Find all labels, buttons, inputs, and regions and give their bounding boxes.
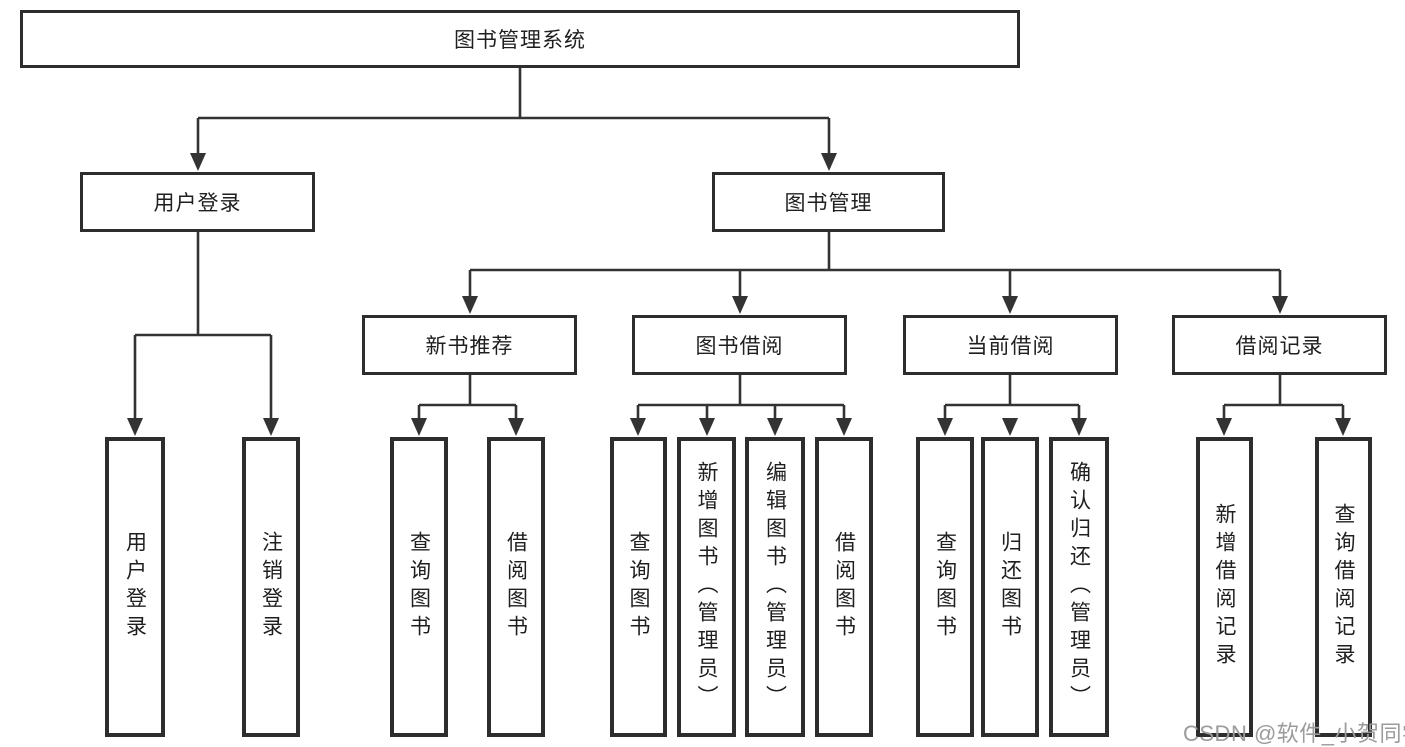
node-label: 注销登录 [259,531,283,643]
node-label: 借阅记录 [1235,335,1324,358]
node-label: 借阅图书 [504,531,528,643]
leaf-user-login: 用户登录 [105,437,165,737]
node-label: 查询图书 [627,531,650,643]
csdn-watermark: CSDN @软件_小贺同学 [1183,721,1405,746]
node-label: 图书管理系统 [454,29,586,52]
leaf-return-book: 归还图书 [981,437,1039,737]
node-label: 图书管理 [784,192,873,215]
leaf-add-borrow-record: 新增借阅记录 [1196,437,1253,737]
leaf-borrow-books: 借阅图书 [815,437,873,737]
node-library-management-system: 图书管理系统 [20,10,1020,68]
arrowhead-icons [127,153,1351,436]
node-label: 查询图书 [407,531,431,643]
leaf-query-books-borrow: 查询图书 [610,437,667,737]
leaf-query-books-recommend: 查询图书 [390,437,448,737]
node-label: 图书借阅 [695,335,784,358]
node-book-borrowing: 图书借阅 [632,315,847,375]
node-label: 借阅图书 [832,531,856,643]
node-current-borrowing: 当前借阅 [903,315,1118,375]
leaf-add-book-admin: 新增图书（管理员） [677,437,736,737]
leaf-query-borrow-record: 查询借阅记录 [1315,437,1372,737]
node-label: 查询图书 [933,531,957,643]
node-borrowing-records: 借阅记录 [1172,315,1387,375]
leaf-confirm-return-admin: 确认归还（管理员） [1049,437,1109,737]
node-label: 新增借阅记录 [1213,503,1236,671]
node-label: 当前借阅 [966,335,1055,358]
node-label: 编辑图书（管理员） [763,461,787,713]
node-book-management: 图书管理 [712,172,945,232]
node-label: 新书推荐 [425,335,514,358]
leaf-logout: 注销登录 [242,437,300,737]
node-label: 查询借阅记录 [1332,503,1355,671]
node-label: 新增图书（管理员） [695,461,718,713]
node-user-login: 用户登录 [80,172,315,232]
node-label: 归还图书 [998,531,1022,643]
node-new-book-recommendation: 新书推荐 [362,315,577,375]
leaf-borrow-books-recommend: 借阅图书 [487,437,545,737]
node-label: 用户登录 [153,192,242,215]
leaf-query-books-current: 查询图书 [916,437,974,737]
node-label: 确认归还（管理员） [1067,461,1091,713]
leaf-edit-book-admin: 编辑图书（管理员） [745,437,805,737]
node-label: 用户登录 [123,531,147,643]
